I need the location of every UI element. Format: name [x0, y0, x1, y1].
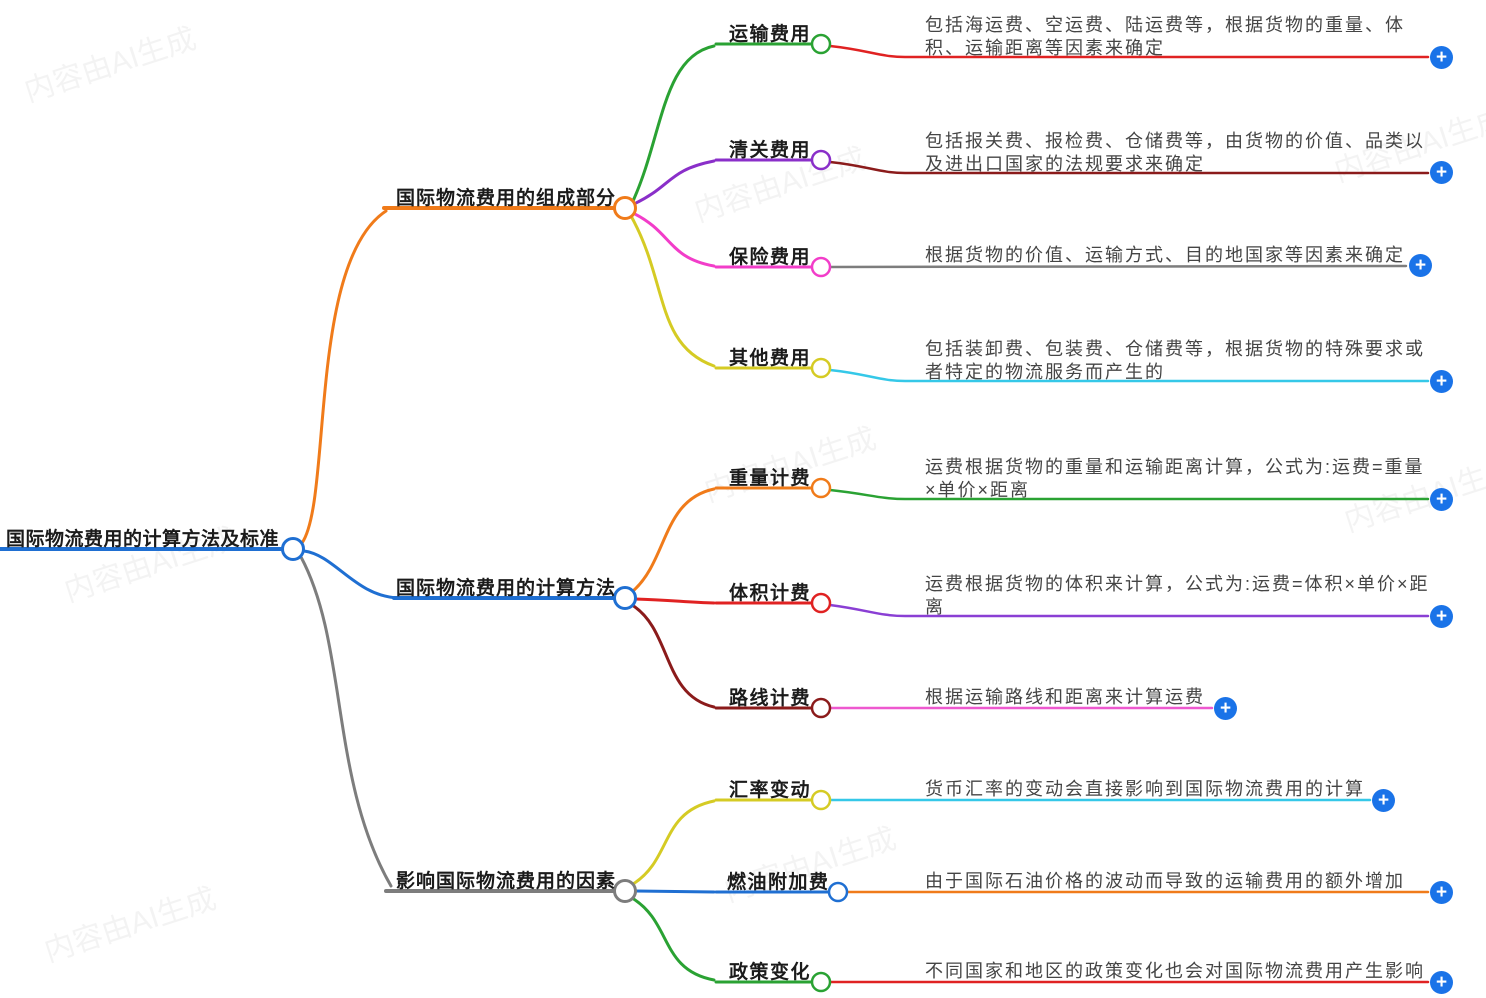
branch3-node-circle[interactable]	[613, 879, 637, 903]
k8-node-circle[interactable]	[810, 789, 832, 811]
expand-icon[interactable]: +	[1430, 488, 1453, 511]
edge-branch3-k9	[634, 889, 716, 894]
edge-branch2-k5	[631, 487, 716, 593]
desc-other-fee[interactable]: 包括装卸费、包装费、仓储费等，根据货物的特殊要求或者特定的物流服务而产生的	[925, 339, 1425, 382]
k4-node-circle[interactable]	[810, 357, 832, 379]
expand-icon[interactable]: +	[1372, 789, 1395, 812]
edge-branch1-k2	[632, 159, 716, 206]
keyword-other-fee[interactable]: 其他费用	[729, 348, 812, 369]
desc-transport-fee[interactable]: 包括海运费、空运费、陆运费等，根据货物的重量、体积、运输距离等因素来确定	[925, 15, 1405, 58]
edge-branch2-k7	[630, 603, 716, 709]
desc-exchange-rate[interactable]: 货币汇率的变动会直接影响到国际物流费用的计算	[925, 779, 1365, 799]
expand-icon[interactable]: +	[1430, 605, 1453, 628]
k1-node-circle[interactable]	[810, 33, 832, 55]
desc-weight-pricing[interactable]: 运费根据货物的重量和运输距离计算，公式为:运费=重量×单价×距离	[925, 457, 1425, 500]
expand-icon[interactable]: +	[1430, 370, 1453, 393]
edge-branch1-k3	[631, 211, 716, 268]
ai-watermark: 内容由AI生成	[718, 814, 901, 911]
desc-fuel-surcharge[interactable]: 由于国际石油价格的波动而导致的运输费用的额外增加	[925, 871, 1405, 891]
keyword-volume-pricing[interactable]: 体积计费	[729, 583, 812, 604]
keyword-exchange-rate[interactable]: 汇率变动	[729, 780, 812, 801]
keyword-fuel-surcharge[interactable]: 燃油附加费	[727, 872, 830, 893]
edge-branch1-k1	[631, 44, 716, 203]
k2-node-circle[interactable]	[810, 149, 832, 171]
keyword-weight-pricing[interactable]: 重量计费	[729, 468, 812, 489]
branch3-topic[interactable]: 影响国际物流费用的因素	[396, 871, 617, 892]
expand-icon[interactable]: +	[1430, 46, 1453, 69]
desc-route-pricing[interactable]: 根据运输路线和距离来计算运费	[925, 687, 1205, 707]
ai-watermark: 内容由AI生成	[698, 414, 881, 511]
k3-node-circle[interactable]	[810, 256, 832, 278]
edge-branch2-k6	[633, 597, 716, 605]
keyword-customs-fee[interactable]: 清关费用	[729, 140, 812, 161]
branch2-topic[interactable]: 国际物流费用的计算方法	[396, 578, 617, 599]
branch1-node-circle[interactable]	[613, 196, 637, 220]
expand-icon[interactable]: +	[1430, 881, 1453, 904]
edge-branch3-k10	[630, 896, 716, 982]
root-node-circle[interactable]	[281, 537, 305, 561]
k7-node-circle[interactable]	[810, 697, 832, 719]
edge-root-branch1	[300, 209, 388, 545]
desc-customs-fee[interactable]: 包括报关费、报检费、仓储费等，由货物的价值、品类以及进出口国家的法规要求来确定	[925, 131, 1425, 174]
edge-root-branch3	[299, 555, 393, 888]
ai-watermark: 内容由AI生成	[38, 874, 221, 971]
expand-icon[interactable]: +	[1430, 971, 1453, 994]
edge-branch3-k8	[631, 799, 716, 886]
desc-insurance-fee[interactable]: 根据货物的价值、运输方式、目的地国家等因素来确定	[925, 245, 1405, 265]
k5-node-circle[interactable]	[810, 477, 832, 499]
ai-watermark: 内容由AI生成	[18, 14, 201, 111]
expand-icon[interactable]: +	[1430, 161, 1453, 184]
desc-volume-pricing[interactable]: 运费根据货物的体积来计算，公式为:运费=体积×单价×距离	[925, 574, 1430, 617]
k9-node-circle[interactable]	[827, 881, 849, 903]
keyword-route-pricing[interactable]: 路线计费	[729, 688, 812, 709]
k6-node-circle[interactable]	[810, 592, 832, 614]
root-topic[interactable]: 国际物流费用的计算方法及标准	[6, 529, 280, 550]
expand-icon[interactable]: +	[1214, 697, 1237, 720]
edge-branch1-k4	[629, 214, 716, 368]
k10-node-circle[interactable]	[810, 971, 832, 993]
keyword-insurance-fee[interactable]: 保险费用	[729, 247, 812, 268]
edge-root-branch2	[302, 549, 400, 600]
keyword-policy-change[interactable]: 政策变化	[729, 962, 812, 983]
keyword-transport-fee[interactable]: 运输费用	[729, 24, 812, 45]
branch2-node-circle[interactable]	[613, 586, 637, 610]
expand-icon[interactable]: +	[1409, 254, 1432, 277]
branch1-topic[interactable]: 国际物流费用的组成部分	[396, 188, 617, 209]
desc-policy-change[interactable]: 不同国家和地区的政策变化也会对国际物流费用产生影响	[925, 961, 1425, 981]
